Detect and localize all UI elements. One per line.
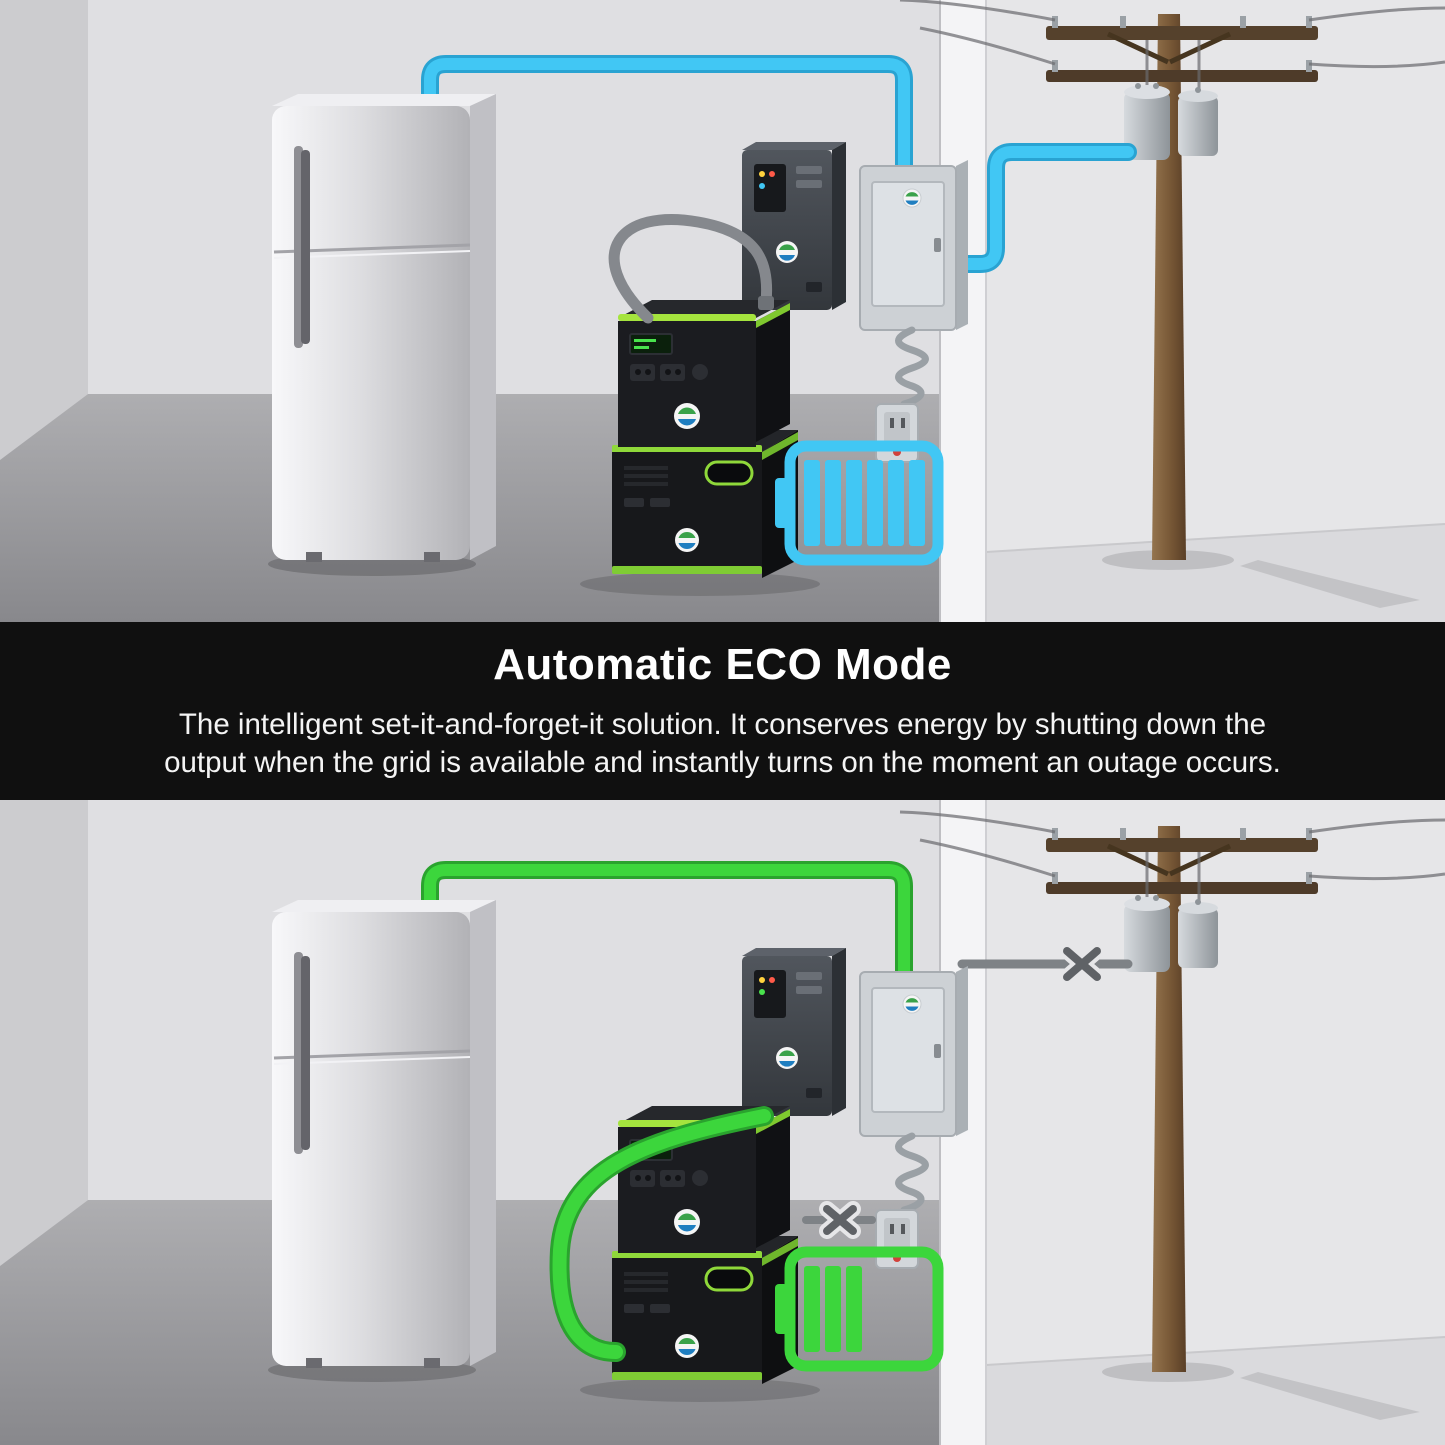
conduit-spring [895,1132,929,1214]
banner: Automatic ECO Mode The intelligent set-i… [0,622,1445,800]
power-station [618,300,790,447]
utility-pole [899,0,1445,608]
outage-x-icon [819,1201,861,1239]
scene-grid-illustration [0,0,1445,622]
transformer-icon [1124,895,1218,972]
expansion-battery [612,430,798,578]
banner-description-line2: output when the grid is available and in… [164,746,1281,779]
brand-logo-icon [674,1209,700,1235]
banner-title: Automatic ECO Mode [493,639,952,689]
scene-grid-available [0,0,1445,622]
brand-logo-icon [675,528,699,552]
battery-status-icon [775,1246,944,1372]
brand-logo-icon [776,1047,798,1069]
brand-logo-icon [902,994,922,1014]
battery-status-icon [775,440,944,566]
transfer-switch [742,142,846,310]
ac-outlet-icon [630,1170,655,1187]
vent-slots [624,466,668,486]
scene-outage-illustration [0,800,1445,1445]
outlet-box [875,1209,919,1269]
transfer-switch [742,948,846,1116]
carry-handle [704,460,754,486]
outlet-box [875,403,919,463]
conduit-spring [895,326,929,408]
brand-logo-icon [674,403,700,429]
outage-x-icon [1059,943,1105,985]
brand-logo-icon [675,1334,699,1358]
home-backup-cable [421,861,913,985]
vent-slots [624,1272,668,1292]
insulators [1052,828,1312,884]
banner-description: The intelligent set-it-and-forget-it sol… [164,706,1281,783]
brand-logo-icon [902,188,922,208]
brand-logo-icon [776,241,798,263]
refrigerator [268,900,496,1382]
scene-grid-outage [0,800,1445,1445]
breaker-panel [859,160,968,331]
power-station-stack [580,300,820,596]
ac-outlet-icon [660,364,685,381]
utility-pole [899,810,1445,1420]
power-lines [899,810,1445,908]
grid-to-home-cable [421,55,1137,273]
switch-to-battery-cable [549,1106,774,1362]
station-to-switch-cable [608,213,774,324]
banner-description-line1: The intelligent set-it-and-forget-it sol… [178,707,1267,741]
power-lines [899,0,1445,96]
expansion-battery [612,1236,798,1384]
ac-outlet-icon [630,364,655,381]
transformer-icon [1124,83,1218,160]
fridge-handle [294,146,303,348]
carry-handle [704,1266,754,1292]
ac-outlet-icon [660,1170,685,1187]
fridge-handle [294,952,303,1154]
station-display [629,333,673,355]
breaker-panel [859,966,968,1137]
insulators [1052,16,1312,72]
power-station-stack [580,1106,820,1402]
refrigerator [268,94,496,576]
